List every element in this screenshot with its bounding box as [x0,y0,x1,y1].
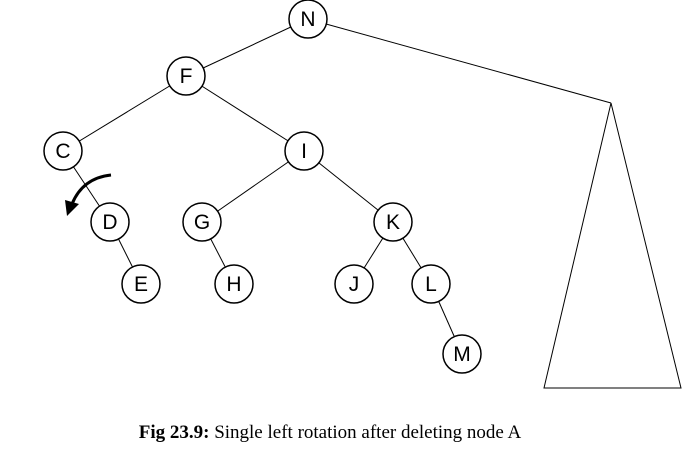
node-circle [166,56,206,96]
node-g: G [182,202,222,242]
node-label: C [55,140,70,163]
node-m: M [442,334,482,374]
node-circle [442,334,482,374]
node-label: D [102,211,117,234]
tree-nodes: N F C I D G K E H J L M [43,0,482,374]
node-d: D [90,202,130,242]
edge-n-right-subtree [307,18,612,104]
node-label: I [301,140,307,163]
node-label: L [425,273,437,296]
edge-i-g [201,150,305,223]
node-circle [121,264,161,304]
right-subtree-triangle [543,102,682,389]
node-j: J [334,264,374,304]
rotation-arrow [65,173,112,216]
figure-caption: Fig 23.9: Single left rotation after del… [0,422,660,444]
node-f: F [166,56,206,96]
node-l: L [411,264,451,304]
node-circle [373,202,413,242]
node-label: M [453,343,471,366]
caption-figure-number: Fig 23.9: [138,422,210,443]
edge-f-i [185,75,305,152]
node-circle [284,131,324,171]
edge-f-c [62,75,187,152]
node-circle [288,0,328,39]
node-circle [214,264,254,304]
node-label: N [300,8,315,31]
node-n: N [288,0,328,39]
node-i: I [284,131,324,171]
node-k: K [373,202,413,242]
node-circle [334,264,374,304]
node-label: J [349,273,360,296]
node-c: C [43,131,83,171]
node-circle [411,264,451,304]
node-circle [182,202,222,242]
node-e: E [121,264,161,304]
edge-n-f [185,18,309,77]
tree-edges [62,18,463,355]
node-label: E [134,273,148,296]
caption-text: Single left rotation after deleting node… [209,422,522,443]
node-label: G [194,211,210,234]
node-h: H [214,264,254,304]
node-circle [90,202,130,242]
node-label: H [226,273,241,296]
node-label: K [386,211,400,234]
node-label: F [180,65,193,88]
node-circle [43,131,83,171]
